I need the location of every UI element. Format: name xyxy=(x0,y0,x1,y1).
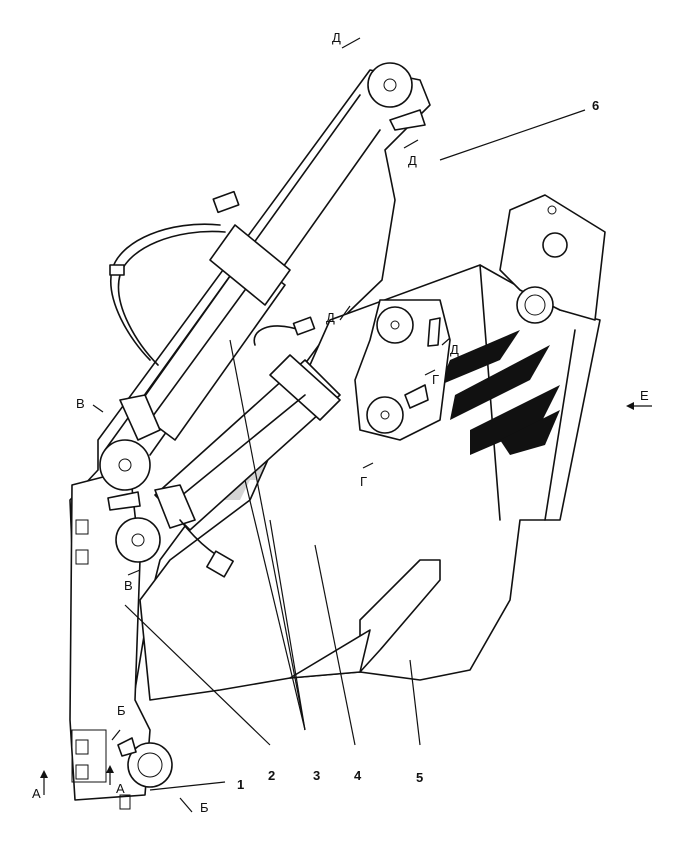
section-mark-D-top: Д xyxy=(332,30,341,45)
section-mark-D-mid: Д xyxy=(326,310,335,325)
section-mark-D-right: Д xyxy=(450,342,459,357)
callout-2: 2 xyxy=(268,768,275,783)
section-mark-D-upper: Д xyxy=(408,153,417,168)
section-mark-G-upper: Г xyxy=(432,372,439,387)
section-mark-A-right: А xyxy=(116,781,125,796)
callout-1: 1 xyxy=(237,777,244,792)
section-mark-A-left: А xyxy=(32,786,41,801)
section-mark-B-top: Б xyxy=(117,703,126,718)
pivot-joints xyxy=(99,62,426,788)
section-mark-V-left: В xyxy=(76,396,85,411)
section-mark-G-lower: Г xyxy=(360,474,367,489)
callout-leaders xyxy=(124,109,586,791)
hydraulic-cylinder-lower xyxy=(154,354,341,531)
callout-5: 5 xyxy=(416,770,423,785)
section-marks: А А Б Б В В Г Г Д Д Д Д Е xyxy=(32,30,652,815)
callout-6: 6 xyxy=(592,98,599,113)
hydraulic-cylinder-upper xyxy=(119,224,291,441)
section-mark-B-bottom: Б xyxy=(200,800,209,815)
callouts: 1 2 3 4 5 6 xyxy=(237,98,599,792)
callout-3: 3 xyxy=(313,768,320,783)
callout-4: 4 xyxy=(354,768,362,783)
section-mark-V-lower: В xyxy=(124,578,133,593)
linkage-plate xyxy=(354,299,451,441)
hydraulic-hoses xyxy=(109,190,316,578)
bucket xyxy=(139,264,601,701)
section-mark-E: Е xyxy=(640,388,649,403)
quick-coupler xyxy=(499,194,606,324)
